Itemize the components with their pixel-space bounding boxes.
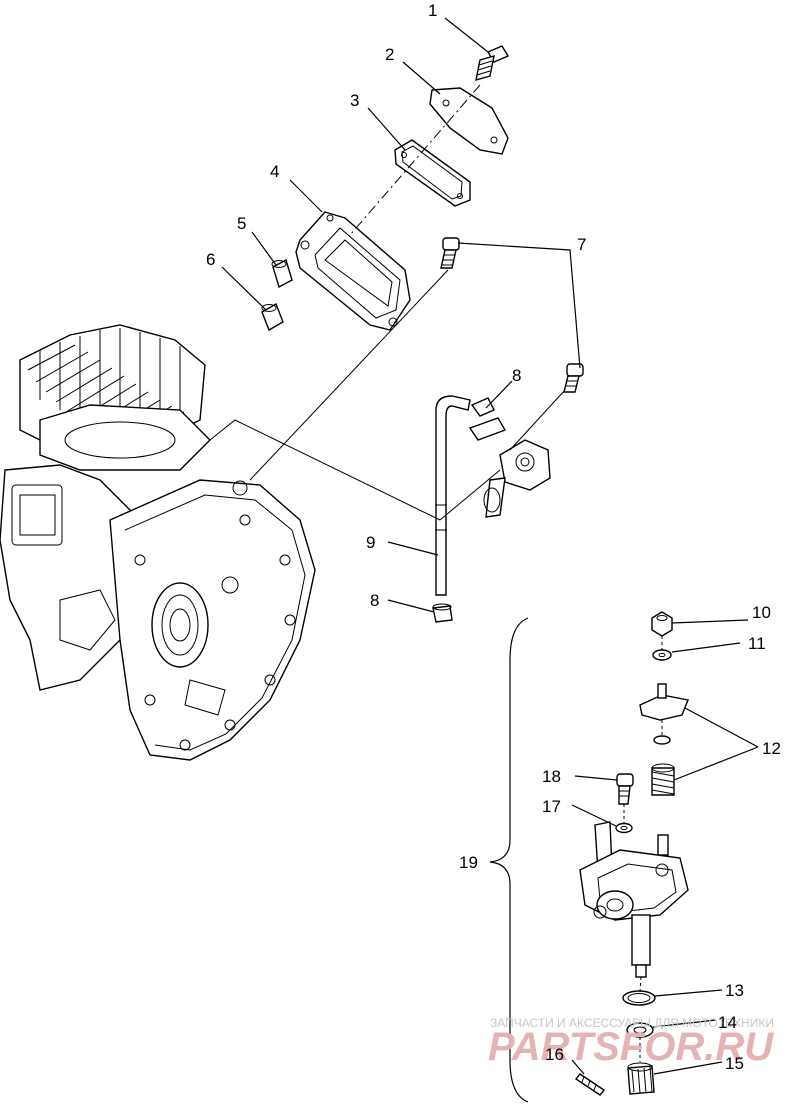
callout-3: 3 bbox=[350, 91, 359, 110]
part-6-sleeve bbox=[261, 302, 284, 332]
callout-14: 14 bbox=[718, 1013, 737, 1032]
callout-9: 9 bbox=[366, 533, 375, 552]
callout-11: 11 bbox=[748, 634, 766, 653]
part-9-tube bbox=[435, 395, 471, 596]
callout-5: 5 bbox=[237, 214, 246, 233]
part-4-housing bbox=[295, 211, 411, 331]
callout-10: 10 bbox=[752, 603, 771, 622]
crankcase-body bbox=[0, 464, 316, 761]
callout-18: 18 bbox=[542, 767, 561, 786]
part-12-lever-and-spring bbox=[639, 683, 689, 796]
callout-15: 15 bbox=[725, 1054, 744, 1073]
part-11-washer bbox=[652, 649, 672, 661]
assembly-brace-19 bbox=[489, 617, 529, 1103]
oil-pump-upper-illustration bbox=[468, 397, 551, 518]
part-3-gasket bbox=[394, 139, 471, 207]
callout-16: 16 bbox=[545, 1045, 564, 1064]
callout-4: 4 bbox=[270, 162, 279, 181]
callout-13: 13 bbox=[725, 981, 744, 1000]
part-7-screw-lower bbox=[563, 363, 584, 393]
cylinder-fins bbox=[19, 324, 211, 471]
part-13-o-ring bbox=[622, 990, 656, 1006]
oil-pump-body-illustration bbox=[579, 821, 689, 978]
callout-8-lower: 8 bbox=[370, 591, 379, 610]
engine-crankcase-illustration bbox=[0, 324, 316, 761]
callout-6: 6 bbox=[206, 250, 215, 269]
part-18-bolt bbox=[616, 773, 634, 805]
callout-7: 7 bbox=[577, 235, 586, 254]
part-7-screw-upper bbox=[440, 237, 460, 269]
callout-8-upper: 8 bbox=[512, 366, 521, 385]
callout-2: 2 bbox=[385, 45, 394, 64]
callout-19: 19 bbox=[459, 853, 478, 872]
watermark-logo: PARTSFOR.RU bbox=[488, 1025, 774, 1069]
part-15-gear bbox=[627, 1062, 655, 1095]
watermark-tagline: ЗАПЧАСТИ И АКСЕССУАРЫ ДЛЯ МОТОТЕХНИКИ bbox=[490, 1016, 774, 1030]
part-17-washer bbox=[615, 822, 633, 834]
part-16-pin bbox=[574, 1073, 606, 1096]
callout-labels: 1 2 3 4 5 6 7 8 9 8 10 11 12 18 17 19 13… bbox=[206, 1, 781, 1073]
part-8-clamp-lower bbox=[432, 603, 453, 623]
part-1-bolt bbox=[475, 45, 510, 81]
callout-1: 1 bbox=[428, 1, 437, 20]
part-2-cover-plate bbox=[429, 87, 509, 155]
callout-17: 17 bbox=[542, 797, 561, 816]
leader-lines bbox=[221, 17, 759, 1075]
part-5-sleeve bbox=[271, 258, 293, 289]
center-lines bbox=[209, 84, 663, 1062]
part-10-nut bbox=[651, 611, 673, 637]
callout-12: 12 bbox=[762, 739, 781, 758]
